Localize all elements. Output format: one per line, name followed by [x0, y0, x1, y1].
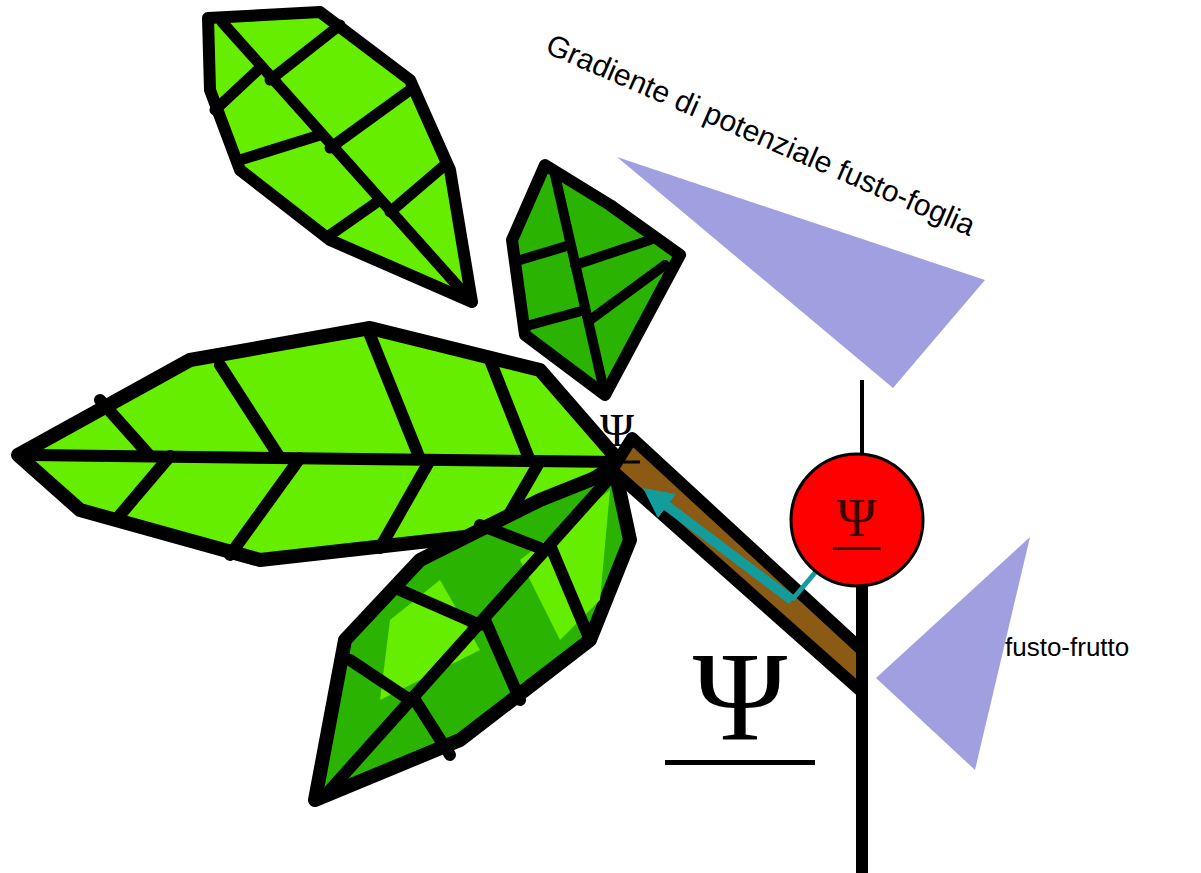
- fruit-circle: [791, 454, 923, 586]
- leaf: [512, 165, 680, 395]
- main-stem: [856, 600, 868, 660]
- potential-symbol: Ψ: [600, 408, 634, 454]
- fruit-circle: Ψ: [789, 452, 925, 588]
- gradient-label-holder: fusto-frutto: [1005, 634, 1129, 660]
- potential-symbol: Ψ: [665, 632, 815, 765]
- leaf: [208, 12, 472, 302]
- petiole-mark: [590, 461, 640, 464]
- potential-symbol: Ψ: [833, 491, 881, 550]
- leaf: [315, 470, 630, 800]
- fruit-stalk: [860, 380, 864, 460]
- flow-arrow: [655, 497, 792, 600]
- main-stem: [856, 585, 868, 873]
- potential-symbol-holder: Ψ: [665, 632, 815, 765]
- potential-symbol-holder: Ψ: [600, 408, 634, 454]
- gradient-label: fusto-frutto: [1005, 634, 1129, 660]
